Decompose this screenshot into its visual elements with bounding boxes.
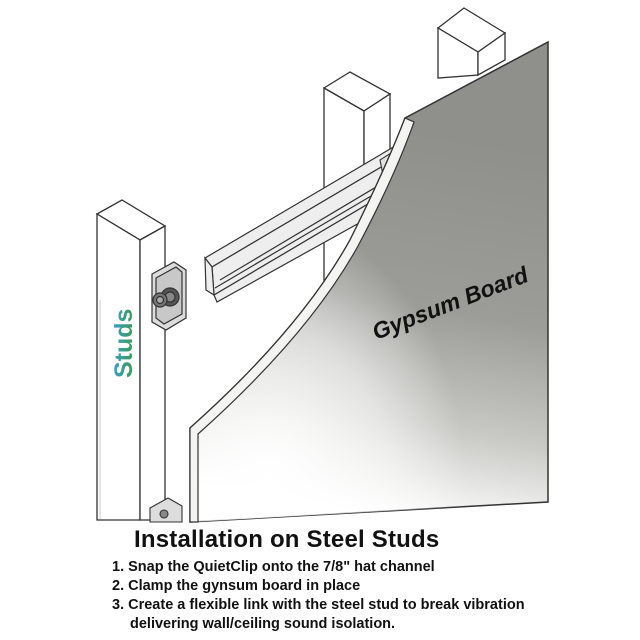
lower-clip: [149, 497, 183, 523]
quietclip: [151, 261, 187, 331]
studs-label: Studs: [110, 309, 138, 378]
installation-steps: 1. Snap the QuietClip onto the 7/8" hat …: [112, 558, 525, 634]
caption-title: Installation on Steel Studs: [134, 526, 440, 553]
step-1: 1. Snap the QuietClip onto the 7/8" hat …: [112, 559, 435, 575]
front-stud: [95, 199, 167, 521]
gypsum-board: Gypsum Board: [189, 40, 549, 523]
step-3: 3. Create a flexible link with the steel…: [112, 597, 525, 613]
back-stud: [436, 7, 507, 79]
step-2: 2. Clamp the gynsum board in place: [112, 578, 361, 594]
step-3-continuation: delivering wall/ceiling sound isolation.: [130, 616, 396, 632]
